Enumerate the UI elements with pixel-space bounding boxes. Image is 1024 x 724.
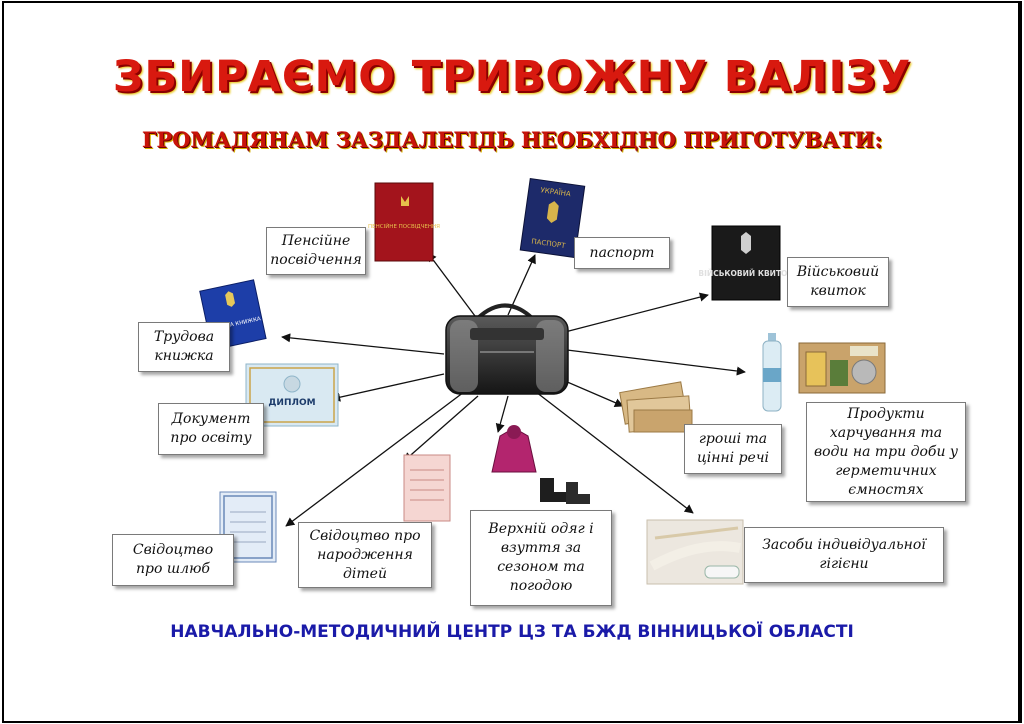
hygiene-items-icon (646, 519, 744, 585)
arrow-birth (403, 395, 479, 462)
label-work-record-book: Трудова книжка (138, 322, 230, 372)
arrows (281, 252, 746, 527)
military-id-icon: ВІЙСЬКОВИЙ КВИТОК (698, 225, 794, 301)
passport-icon: УКРАЇНА ПАСПОРТ (519, 178, 586, 259)
label-money-and-valuables: гроші та цінні речі (684, 424, 782, 474)
arrow-marriage (285, 391, 465, 527)
boots-icon (540, 478, 590, 504)
arrow-food (566, 349, 746, 376)
pension-certificate-icon: ПЕНСІЙНЕ ПОСВІДЧЕННЯ (368, 182, 440, 262)
svg-text:УКРАЇНА: УКРАЇНА (540, 185, 572, 198)
footer-organization: НАВЧАЛЬНО-МЕТОДИЧНИЙ ЦЕНТР ЦЗ ТА БЖД ВІН… (170, 622, 854, 642)
arrow-education (331, 373, 445, 402)
diploma-icon: ДИПЛОМ (245, 363, 339, 427)
arrow-clothes (495, 395, 509, 433)
page-subtitle: ГРОМАДЯНАМ ЗАЗДАЛЕГІДЬ НЕОБХІДНО ПРИГОТУ… (141, 127, 883, 152)
travel-bag-icon (445, 303, 569, 395)
label-military-id: Військовий квиток (787, 257, 889, 307)
svg-text:ДИПЛОМ: ДИПЛОМ (268, 398, 315, 408)
arrow-money (557, 377, 624, 407)
arrow-hygiene (535, 391, 694, 514)
birth-certificate-icon (403, 454, 451, 522)
label-clothes-and-shoes: Верхній одяг і взуття за сезоном та пого… (470, 510, 612, 606)
page-title: ЗБИРАЄМО ТРИВОЖНУ ВАЛІЗУ (112, 52, 912, 102)
water-bottle-icon (762, 333, 782, 412)
label-education-document: Документ про освіту (158, 403, 264, 455)
label-birth-certificate: Свідоцтво про народження дітей (298, 522, 432, 588)
arrow-pension (427, 252, 479, 321)
jacket-icon (491, 425, 537, 473)
label-pension-certificate: Пенсійне посвідчення (266, 227, 366, 275)
pension-cover-text: ПЕНСІЙНЕ ПОСВІДЧЕННЯ (368, 223, 440, 230)
arrow-military (564, 292, 709, 333)
arrow-workbook (281, 333, 445, 355)
svg-text:ВІЙСЬКОВИЙ КВИТОК: ВІЙСЬКОВИЙ КВИТОК (698, 269, 794, 278)
money-icon (619, 381, 693, 433)
label-marriage-certificate: Свідоцтво про шлюб (112, 534, 234, 586)
label-hygiene-items: Засоби індивідуальної гігієни (744, 527, 944, 583)
label-passport: паспорт (574, 237, 670, 269)
food-box-icon (798, 342, 886, 394)
label-food-and-water: Продукти харчування та води на три доби … (806, 402, 966, 502)
